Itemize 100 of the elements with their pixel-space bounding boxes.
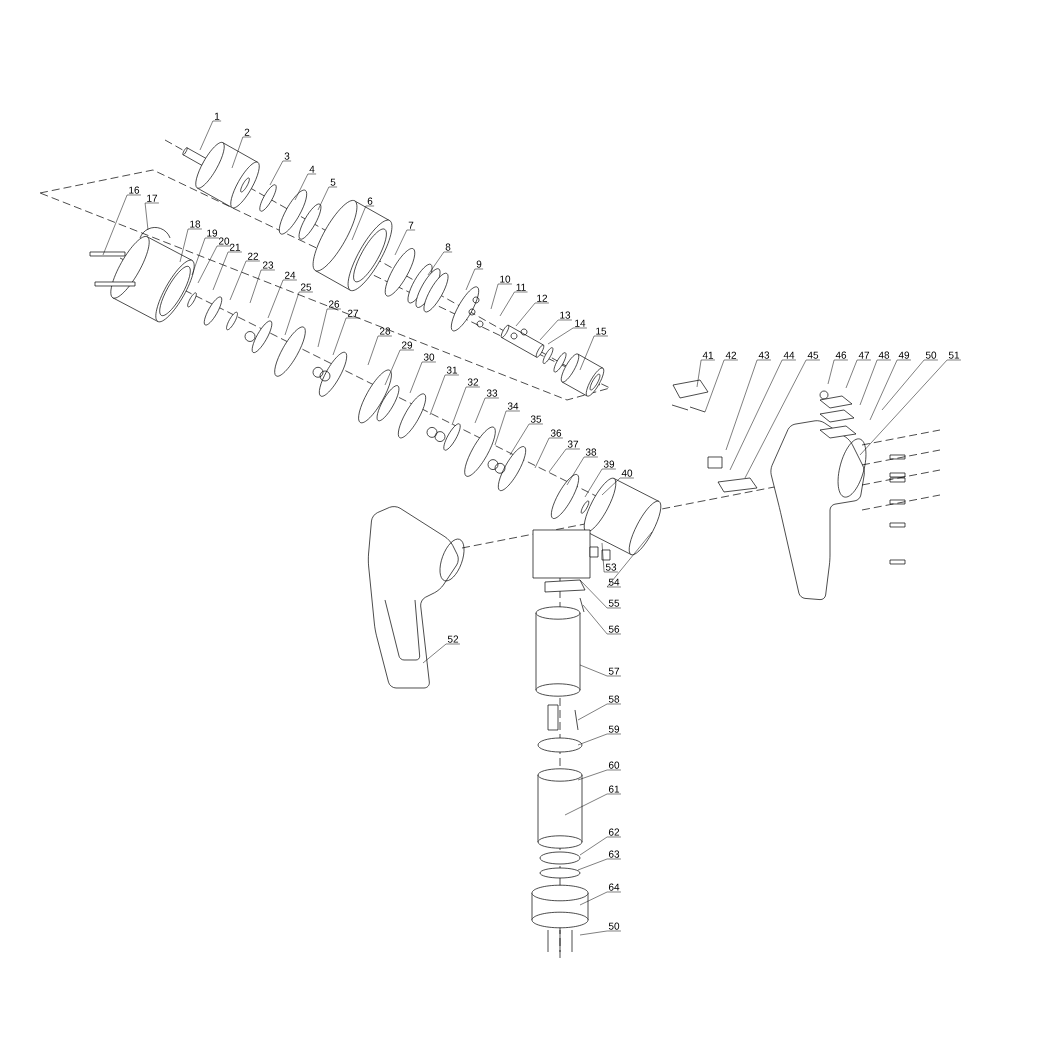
leader-line [394,229,416,256]
leader-line [427,251,453,276]
leader-line [294,173,317,201]
callout-number: 8 [445,243,451,251]
callout-number: 3 [284,152,290,160]
callout-number: 58 [608,695,620,703]
leader-line [845,359,872,389]
leader-line [729,359,797,471]
callout-number: 25 [300,283,312,291]
leader-line [409,361,437,394]
leader-line [102,194,142,256]
leader-line [267,279,298,319]
leader-line [284,291,314,336]
callout-number: 2 [244,128,250,136]
callout-number: 62 [608,828,620,836]
callout-number: 20 [218,237,230,245]
leader-line [451,386,481,426]
callout-number: 34 [507,402,519,410]
leader-line [548,448,581,473]
leader-line [515,302,550,327]
callout-number: 13 [560,311,571,319]
leader-line [249,269,276,304]
callout-number: 49 [898,351,910,359]
callout-number: 55 [608,599,620,607]
callout-number: 39 [603,460,615,468]
leader-line [579,664,622,677]
leader-line [199,120,222,151]
leader-line [332,317,361,356]
leader-line [367,335,393,366]
callout-number: 19 [207,229,218,237]
callout-number: 60 [608,761,620,769]
leader-line [465,268,484,291]
callout-number: 53 [605,563,617,571]
leader-line [725,359,772,451]
callout-number: 54 [608,578,620,586]
leader-line [582,604,622,635]
leader-line [534,437,564,469]
leader-line [490,283,513,310]
callout-number: 57 [608,667,620,675]
leader-line [577,703,622,721]
leader-line [229,260,261,301]
callout-number: 51 [948,351,960,359]
leader-line [577,733,622,746]
leader-line [429,374,460,416]
callout-number: 5 [330,178,336,186]
leader-line [144,202,160,231]
leader-line [859,359,962,456]
callout-number: 28 [379,327,391,335]
leader-line [869,359,912,421]
callout-number: 27 [347,309,359,317]
leader-line [579,836,622,856]
leader-line [566,456,599,486]
callout-number: 22 [247,252,259,260]
callout-number: 59 [608,725,620,733]
callout-number: 30 [423,353,435,361]
callout-number: 24 [284,271,296,279]
leader-line [422,643,461,664]
callout-number: 37 [567,440,579,448]
callout-number: 29 [401,341,413,349]
callout-number: 18 [190,220,201,228]
callout-number: 21 [229,243,241,251]
leader-line [547,327,588,345]
callout-number: 23 [262,261,274,269]
callout-number: 12 [537,294,548,302]
leader-line [579,891,622,906]
leader-line [606,531,653,588]
callout-number: 64 [608,883,620,891]
callout-number: 15 [596,327,607,335]
callout-number: 31 [446,366,458,374]
callout-number: 61 [608,785,620,793]
leader-line [179,228,203,263]
callout-number: 41 [702,351,714,359]
leader-line [859,359,892,406]
callout-number: 1 [215,112,220,120]
callout-number: 48 [878,351,890,359]
leader-line [269,160,292,186]
callout-number: 56 [608,625,620,633]
leader-line [584,468,617,498]
leader-line [509,423,544,456]
callout-number: 46 [835,351,847,359]
leader-line [579,930,622,936]
leader-line [191,237,220,276]
callout-number: 32 [467,378,479,386]
leader-line [744,359,821,479]
leader-line [197,245,232,284]
callout-number: 33 [486,389,498,397]
callout-number: 11 [516,283,526,291]
leader-line [384,349,415,386]
callout-number: 50 [608,922,620,930]
leader-line [231,136,252,169]
callout-number: 9 [476,260,482,268]
leader-line [539,319,573,341]
leader-line [212,251,243,291]
callout-number: 6 [367,197,373,205]
leader-line [317,308,342,348]
callout-number: 7 [408,221,414,229]
leader-line [577,858,622,871]
callout-number: 38 [585,448,597,456]
callout-number: 43 [758,351,770,359]
callout-number: 4 [309,165,315,173]
